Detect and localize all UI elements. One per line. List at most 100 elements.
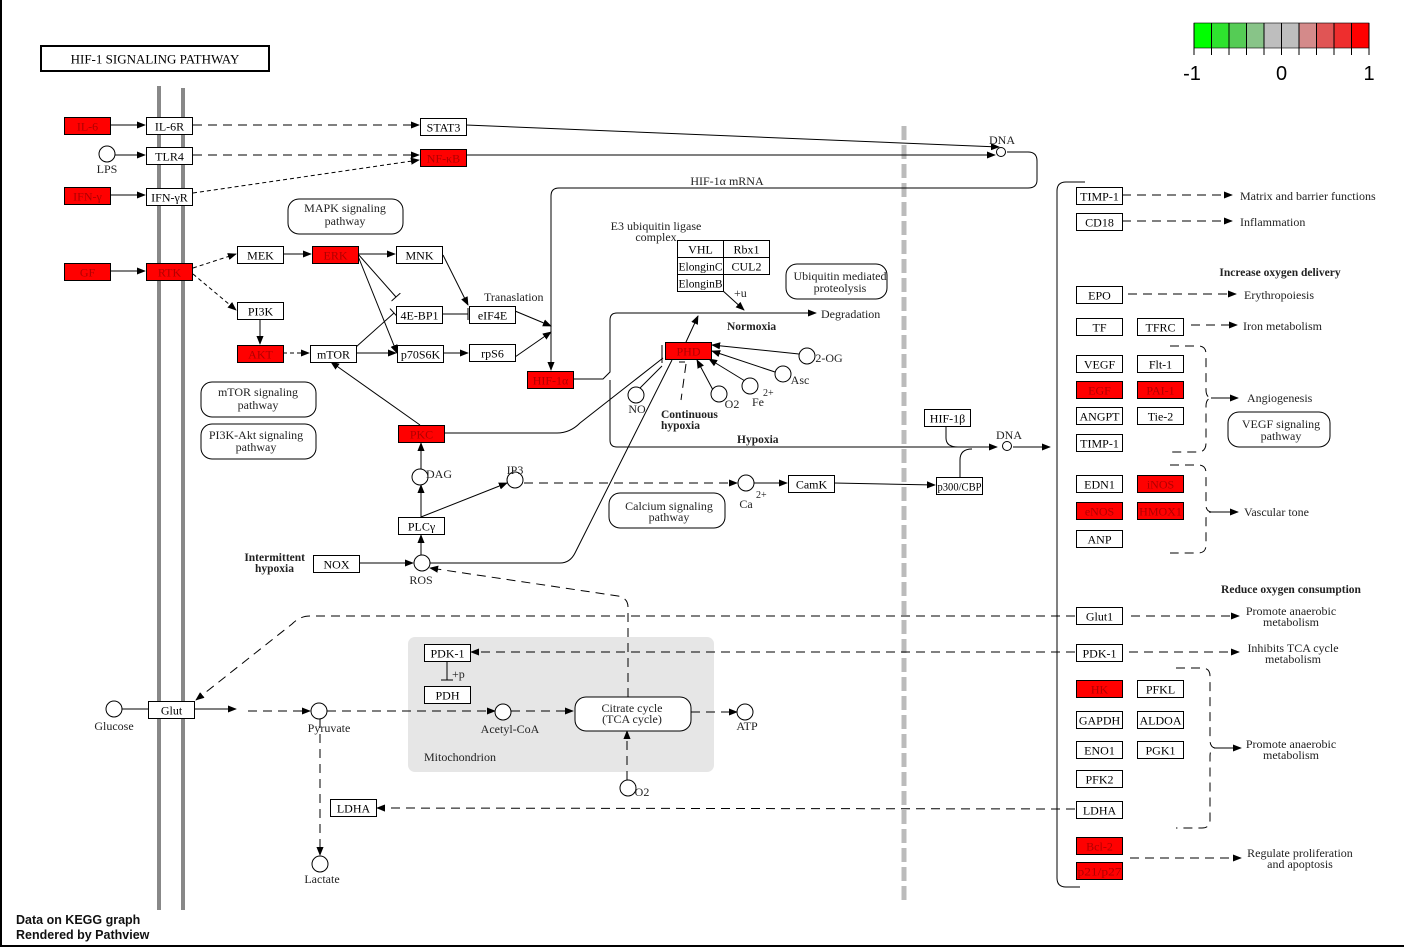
compound-dna2[interactable]: DNA (996, 428, 1022, 451)
gene-node-plcy[interactable]: PLCγ (398, 517, 445, 535)
compound-lps[interactable]: LPS (97, 145, 118, 176)
pathway-map-vegf[interactable]: VEGF signaling pathway (1227, 411, 1331, 448)
gene-node-hif-1b[interactable]: HIF-1β (924, 409, 971, 427)
gene-node-pfkl[interactable]: PFKL (1137, 680, 1184, 698)
gene-node-pdk-1m[interactable]: PDK-1 (424, 644, 471, 662)
gene-label: ElonginB (679, 277, 723, 291)
gene-node-tie-2[interactable]: Tie-2 (1137, 407, 1184, 425)
gene-node-epo[interactable]: EPO (1076, 286, 1123, 304)
gene-node-hk[interactable]: HK (1076, 680, 1123, 698)
gene-node-aldoa[interactable]: ALDOA (1137, 711, 1184, 729)
compound-fe[interactable]: Fe (741, 377, 764, 409)
gene-node-elonginc[interactable]: ElonginC (677, 257, 724, 275)
gene-node-vegf[interactable]: VEGF (1076, 355, 1123, 373)
gene-node-pdh[interactable]: PDH (424, 686, 471, 704)
gene-node-mnk[interactable]: MNK (396, 246, 443, 264)
gene-node-pai-1[interactable]: PAI-1 (1137, 381, 1184, 399)
gene-node-anp[interactable]: ANP (1076, 530, 1123, 548)
pathway-map-mtor[interactable]: mTOR signaling pathway (200, 381, 317, 418)
gene-node-p70s6k[interactable]: p70S6K (397, 345, 444, 363)
translation-label: Tranaslation (484, 290, 544, 304)
gene-node-pi3k[interactable]: PI3K (237, 302, 284, 320)
gene-node-tf[interactable]: TF (1076, 318, 1123, 336)
gene-node-flt-1[interactable]: Flt-1 (1137, 355, 1184, 373)
gene-node-mek[interactable]: MEK (237, 246, 284, 264)
gene-node-hif-1a[interactable]: HIF-1α (527, 371, 574, 389)
gene-node-timp-1a[interactable]: TIMP-1 (1076, 187, 1123, 205)
compound-acetylcoa[interactable]: Acetyl-CoA (481, 703, 540, 736)
compound-2-og[interactable]: 2-OG (798, 347, 843, 365)
gene-node-nox[interactable]: NOX (313, 555, 360, 573)
gene-node-cd18[interactable]: CD18 (1076, 213, 1123, 231)
pathway-map-pi3k-akt[interactable]: PI3K-Akt signaling pathway (200, 423, 317, 460)
gene-node-bcl-2[interactable]: Bcl-2 (1076, 837, 1123, 855)
gene-node-eif4e[interactable]: eIF4E (469, 306, 516, 324)
gene-node-stat3[interactable]: STAT3 (420, 118, 467, 136)
compound-atp[interactable]: ATP (736, 703, 758, 733)
gene-node-nf-kb[interactable]: NF-κB (420, 149, 467, 167)
reduce-oxygen-heading: Reduce oxygen consumption (1221, 584, 1362, 596)
gene-node-rtk[interactable]: RTK (146, 263, 193, 281)
gene-node-tfrc[interactable]: TFRC (1137, 318, 1184, 336)
pathway-map-calcium[interactable]: Calcium signaling pathway (608, 492, 726, 529)
compound-o2b[interactable]: O2 (619, 779, 649, 799)
gene-node-erk[interactable]: ERK (312, 246, 359, 264)
gene-node-glut[interactable]: Glut (148, 701, 195, 719)
gene-node-enos[interactable]: eNOS (1076, 502, 1123, 520)
pathway-map-ubiquitin[interactable]: Ubiquitin mediated proteolysis (785, 263, 888, 300)
compound-dag[interactable]: DAG (411, 467, 452, 486)
gene-node-elonginb[interactable]: ElonginB (677, 274, 724, 292)
gene-node-p300cbp[interactable]: p300/CBP (936, 477, 983, 495)
compound-glucose[interactable]: Glucose (94, 700, 134, 733)
gene-node-4e-bp1[interactable]: 4E-BP1 (396, 306, 443, 324)
gene-node-mtor[interactable]: mTOR (310, 345, 357, 363)
gene-node-glut1[interactable]: Glut1 (1076, 607, 1123, 625)
compound-dna1[interactable]: DNA (989, 133, 1015, 157)
gene-node-rps6[interactable]: rpS6 (469, 344, 516, 362)
compound-ros[interactable]: ROS (409, 554, 433, 587)
compound-asc[interactable]: Asc (774, 365, 809, 387)
gene-node-ifn-yr[interactable]: IFN-γR (146, 188, 193, 206)
gene-node-pdk-1r[interactable]: PDK-1 (1076, 644, 1123, 662)
continuous-hypoxia-label: hypoxia (661, 420, 700, 432)
gene-node-angpt[interactable]: ANGPT (1076, 407, 1123, 425)
gene-node-eno1[interactable]: ENO1 (1076, 741, 1123, 759)
gene-node-ldham[interactable]: LDHA (330, 799, 377, 817)
pathway-map-tca[interactable]: Citrate cycle (TCA cycle) (574, 696, 692, 732)
gene-node-ldhar[interactable]: LDHA (1076, 801, 1123, 819)
gene-node-hmox1[interactable]: HMOX1 (1137, 502, 1184, 520)
gene-node-p21p27[interactable]: p21/p27 (1076, 862, 1123, 880)
compound-o2a[interactable]: O2 (710, 385, 740, 411)
gene-label: EPO (1088, 289, 1111, 303)
compound-ip3[interactable]: IP3 (506, 463, 524, 489)
compound-ca[interactable]: Ca (737, 474, 755, 511)
outcome-anaerobic: metabolism (1263, 748, 1320, 762)
gene-node-edn1[interactable]: EDN1 (1076, 475, 1123, 493)
gene-node-akt[interactable]: AKT (237, 345, 284, 363)
compound-label: O2 (725, 397, 740, 411)
gene-node-phd[interactable]: PHD (665, 342, 712, 360)
gene-label: PI3K (248, 305, 274, 319)
gene-node-inos[interactable]: iNOS (1137, 475, 1184, 493)
compound-lactate[interactable]: Lactate (304, 855, 340, 886)
gene-node-gapdh[interactable]: GAPDH (1076, 711, 1123, 729)
gene-node-il-6r[interactable]: IL-6R (146, 117, 193, 135)
gene-node-pkc[interactable]: PKC (398, 425, 445, 443)
gene-label: Tie-2 (1148, 410, 1174, 424)
outcome-vascular-tone: Vascular tone (1244, 505, 1309, 519)
gene-node-ifn-y[interactable]: IFN-γ (64, 187, 111, 205)
gene-node-vhl[interactable]: VHL (677, 240, 724, 258)
gene-node-pfk2[interactable]: PFK2 (1076, 770, 1123, 788)
gene-node-camk[interactable]: CamK (788, 475, 835, 493)
compound-pyruvate[interactable]: Pyruvate (308, 702, 351, 735)
compound-no[interactable]: NO (627, 386, 646, 416)
gene-node-cul2[interactable]: CUL2 (723, 257, 770, 275)
gene-node-timp-1b[interactable]: TIMP-1 (1076, 434, 1123, 452)
gene-node-pgk1[interactable]: PGK1 (1137, 741, 1184, 759)
gene-node-egf[interactable]: EGF (1076, 381, 1123, 399)
gene-node-il-6[interactable]: IL-6 (64, 117, 111, 135)
pathway-map-mapk[interactable]: MAPK signaling pathway (287, 198, 404, 235)
gene-node-gf[interactable]: GF (64, 263, 111, 281)
gene-node-tlr4[interactable]: TLR4 (146, 147, 193, 165)
gene-node-rbx1[interactable]: Rbx1 (723, 240, 770, 258)
